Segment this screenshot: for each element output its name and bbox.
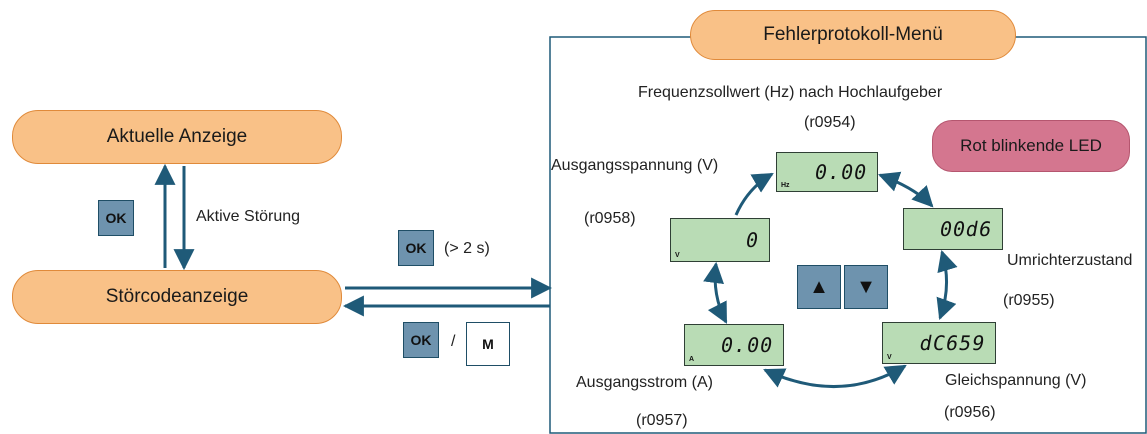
arrow-state-dc (936, 249, 958, 320)
current-label: Ausgangsstrom (A) (576, 374, 713, 391)
lcd-state: 00d6 (903, 208, 1003, 250)
hold-time-label: (> 2 s) (444, 240, 490, 257)
ok-key-back-icon: OK (403, 322, 439, 358)
arrow-freq-state (878, 171, 934, 208)
freq-label: Frequenzsollwert (Hz) nach Hochlaufgeber (638, 84, 943, 101)
voltage-code: (r0958) (584, 210, 636, 227)
separator-slash: / (451, 333, 456, 350)
lcd-current-value: 0.00 (718, 333, 776, 357)
lcd-voltage: V 0 (670, 218, 770, 262)
lcd-dc: V dC659 (882, 322, 996, 364)
dc-label: Gleichspannung (V) (945, 372, 1087, 389)
lcd-freq-value: 0.00 (812, 160, 870, 184)
lcd-dc-unit: V (887, 354, 892, 361)
arrow-voltage-freq (734, 172, 774, 216)
current-display-state: Aktuelle Anzeige (12, 110, 342, 164)
dc-code: (r0956) (944, 404, 996, 421)
red-blinking-led: Rot blinkende LED (932, 120, 1130, 172)
up-arrow-key-icon: ▲ (797, 265, 841, 309)
freq-code: (r0954) (804, 114, 856, 131)
lcd-freq: Hz 0.00 (776, 152, 878, 192)
state-label: Umrichterzustand (1007, 252, 1133, 269)
lcd-voltage-unit: V (675, 252, 680, 259)
active-fault-label: Aktive Störung (196, 208, 301, 225)
arrow-dc-current (763, 364, 907, 389)
current-code: (r0957) (636, 412, 688, 429)
lcd-voltage-value: 0 (743, 228, 762, 252)
lcd-current: A 0.00 (684, 324, 784, 366)
fault-code-display-state: Störcodeanzeige (12, 270, 342, 324)
lcd-freq-unit: Hz (781, 182, 790, 189)
down-arrow-key-icon: ▼ (844, 265, 888, 309)
lcd-state-value: 00d6 (937, 217, 995, 241)
ok-key-icon: OK (98, 200, 134, 236)
fault-log-menu-title: Fehlerprotokoll-Menü (690, 10, 1016, 60)
state-code: (r0955) (1003, 292, 1055, 309)
ok-key-hold-icon: OK (398, 230, 434, 266)
m-key-icon: M (466, 322, 510, 366)
arrow-voltage-current (703, 261, 728, 324)
lcd-dc-value: dC659 (917, 331, 988, 355)
voltage-label: Ausgangsspannung (V) (551, 157, 719, 174)
lcd-current-unit: A (689, 356, 695, 363)
